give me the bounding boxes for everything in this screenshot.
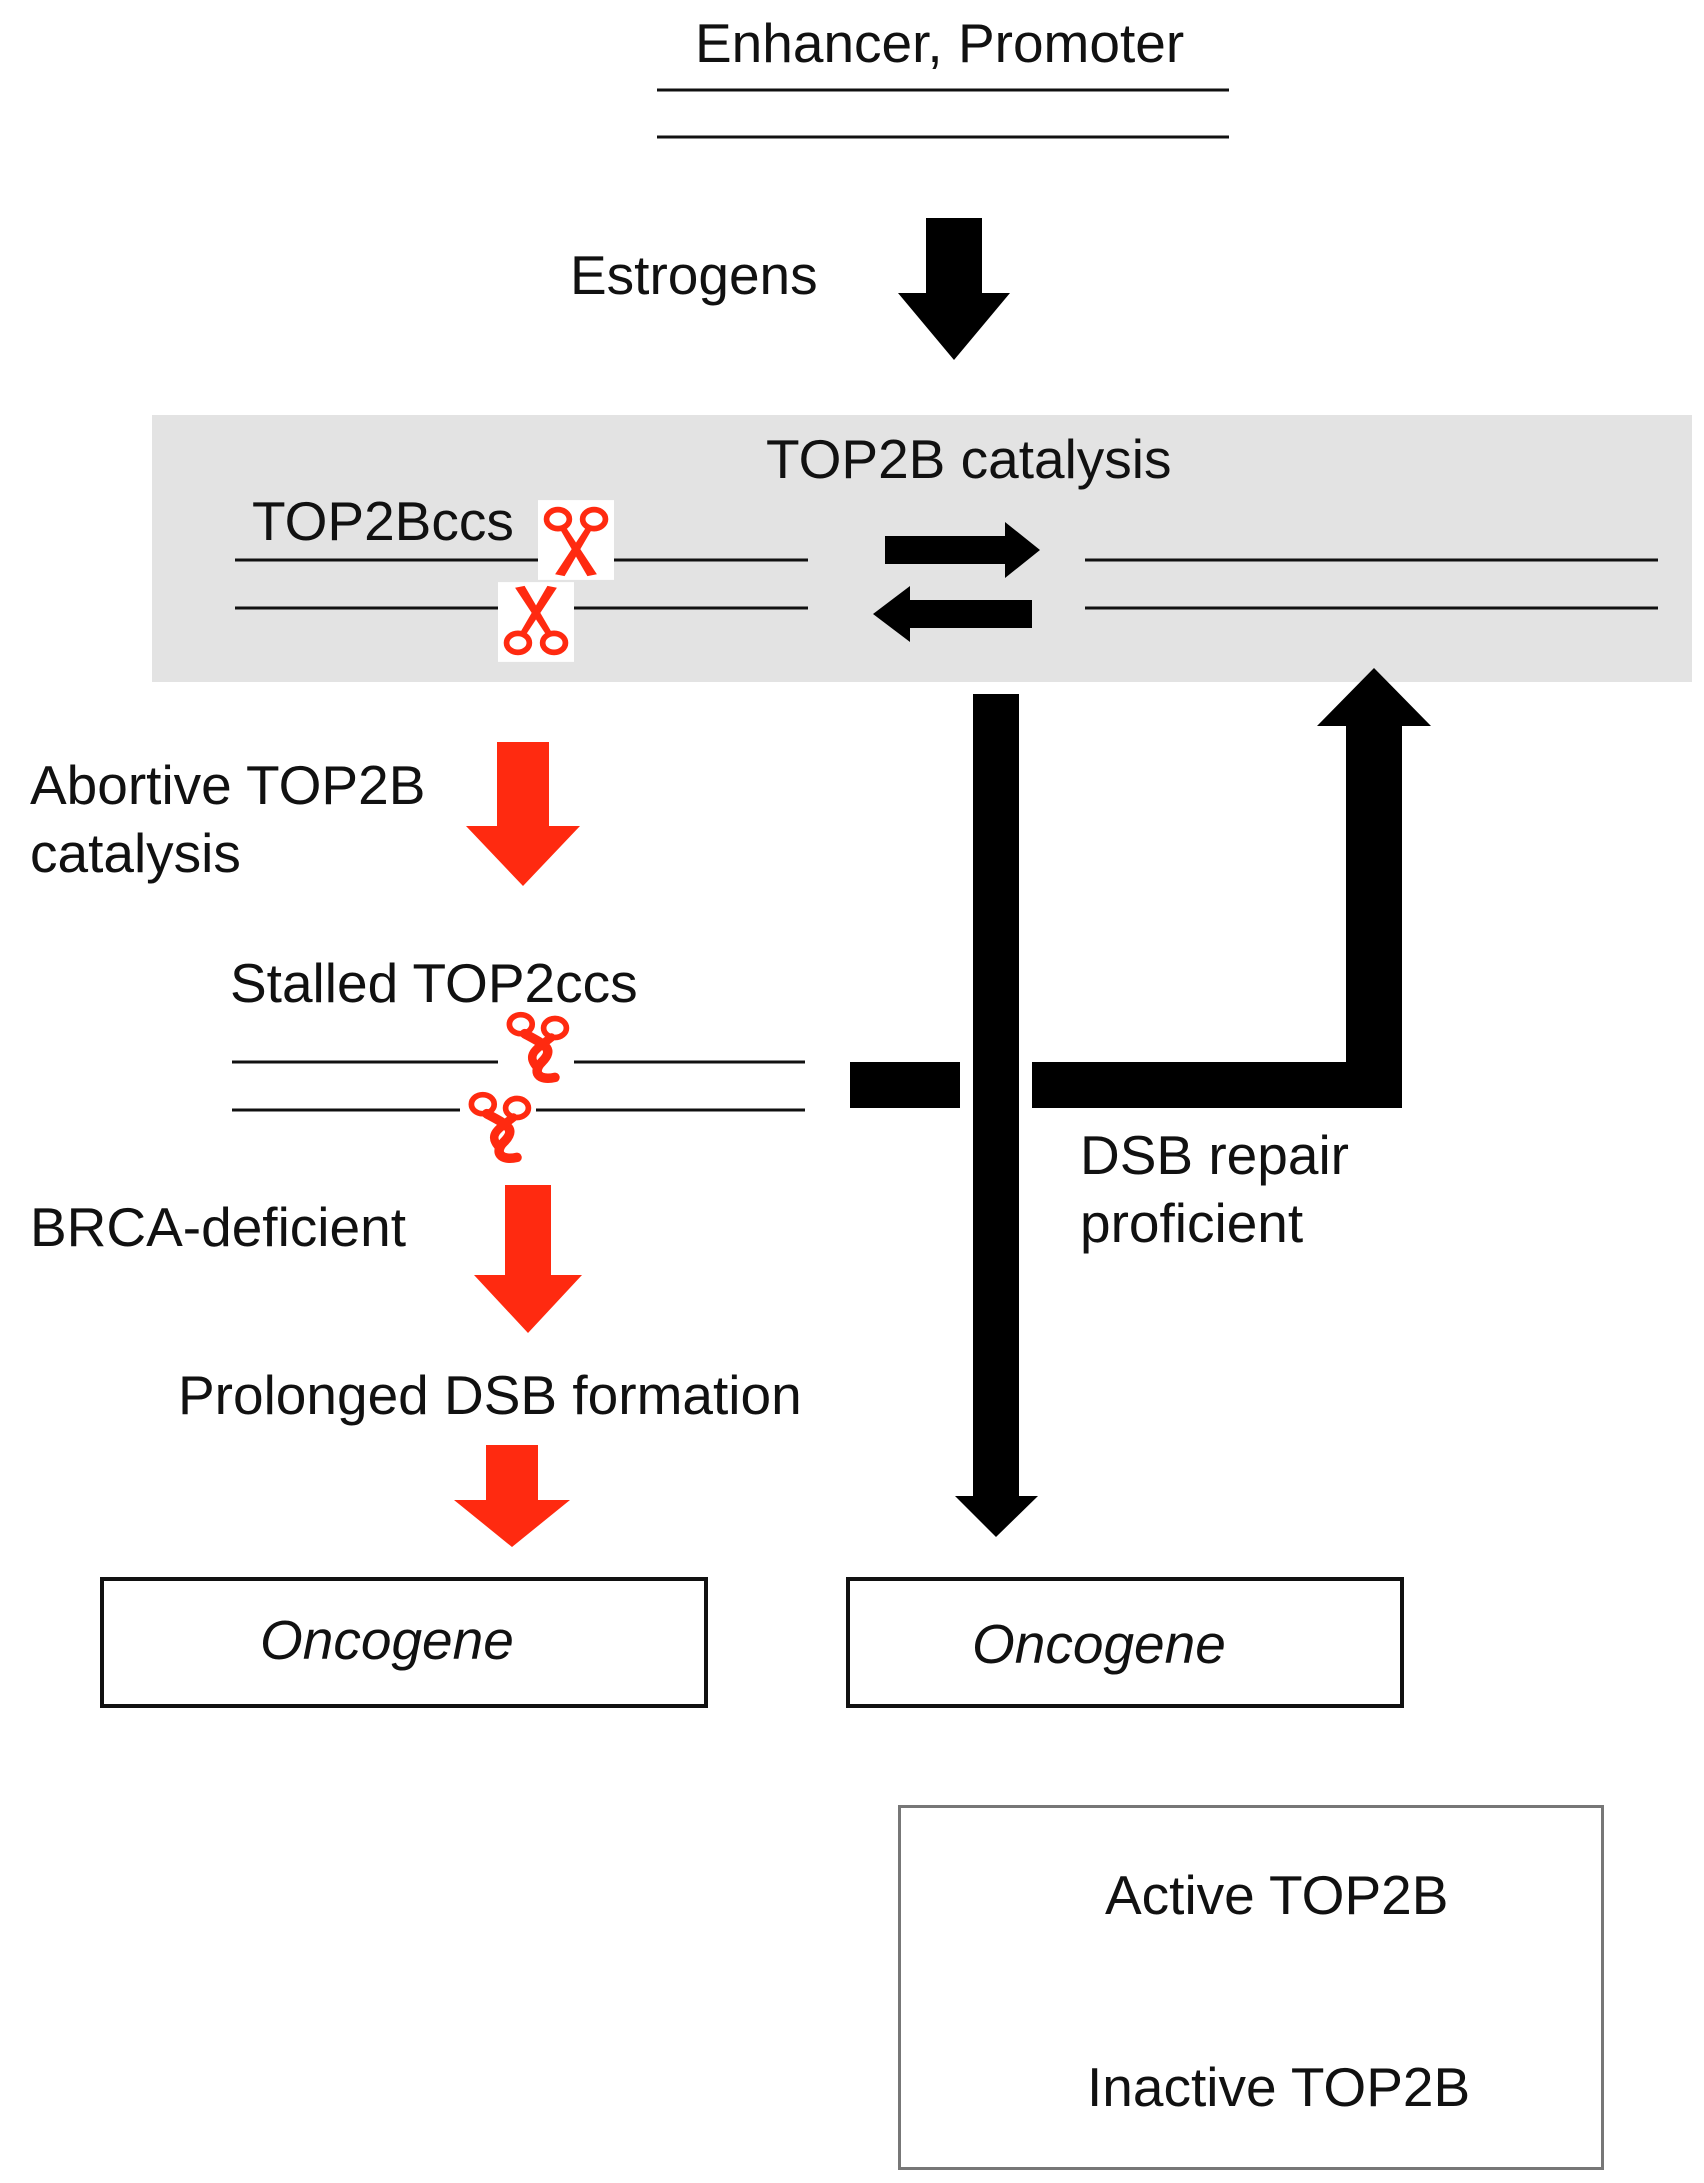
top2b-catalysis-label: TOP2B catalysis <box>766 428 1172 490</box>
oncogene-left-label: Oncogene <box>260 1609 514 1671</box>
estrogens-label: Estrogens <box>570 244 818 306</box>
brca-deficient-label: BRCA-deficient <box>30 1196 406 1258</box>
main-down-arrow-shaft <box>973 694 1019 1500</box>
oncogene-box-left: Oncogene <box>100 1577 708 1708</box>
scissors-active-icon <box>538 500 614 580</box>
abortive-label-line2: catalysis <box>30 822 241 884</box>
dsb-repair-label-line1: DSB repair <box>1080 1124 1349 1186</box>
scissors-inactive-icon <box>498 1007 574 1087</box>
oncogene-right-label: Oncogene <box>972 1613 1226 1675</box>
forward-arrow <box>885 522 1040 578</box>
prolonged-arrow <box>454 1445 570 1547</box>
enhancer-promoter-label: Enhancer, Promoter <box>695 12 1185 74</box>
legend: Active TOP2B Inactive TOP2B <box>898 1805 1604 2170</box>
brca-arrow <box>474 1185 582 1333</box>
reverse-arrow <box>873 586 1032 642</box>
prolonged-dsb-label: Prolonged DSB formation <box>178 1364 802 1426</box>
dsb-repair-label-line2: proficient <box>1080 1192 1304 1254</box>
stalled-label: Stalled TOP2ccs <box>230 952 638 1014</box>
oncogene-box-right: Oncogene <box>846 1577 1404 1708</box>
abortive-label-line1: Abortive TOP2B <box>30 754 426 816</box>
abortive-arrow <box>466 742 580 886</box>
repair-arrow-shaft <box>1346 722 1402 1108</box>
top2bccs-label: TOP2Bccs <box>252 490 514 552</box>
main-down-arrow-head <box>955 1496 1038 1537</box>
scissors-inactive-icon <box>460 1087 536 1167</box>
legend-active-label: Active TOP2B <box>1105 1864 1449 1926</box>
inhibition-bar-right <box>1032 1062 1402 1108</box>
estrogens-arrow <box>898 218 1010 360</box>
main-down-shaft <box>956 682 1022 692</box>
inhibition-bar-left <box>850 1062 960 1108</box>
scissors-active-icon <box>498 582 574 662</box>
legend-inactive-label: Inactive TOP2B <box>1087 2056 1471 2118</box>
repair-arrow-head <box>1317 668 1431 726</box>
